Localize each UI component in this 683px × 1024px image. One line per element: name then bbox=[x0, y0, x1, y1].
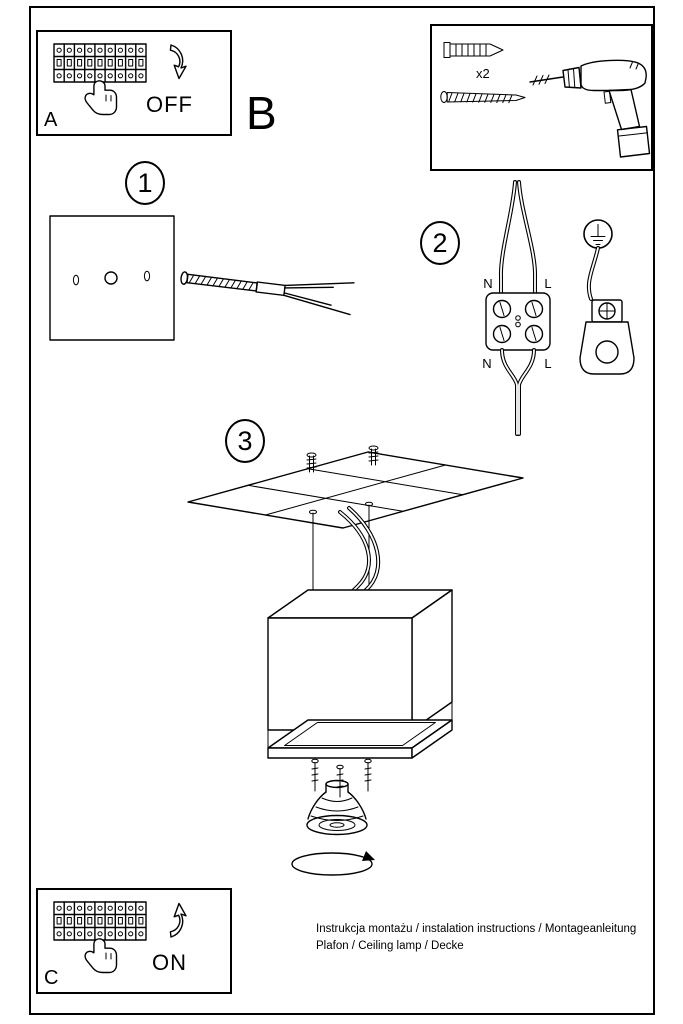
mounting-frame-icon bbox=[267, 701, 453, 759]
switch-on-arrow-icon bbox=[169, 902, 187, 938]
footer-line-1: Instrukcja montażu / instalation instruc… bbox=[316, 923, 637, 935]
terminal-block-icon bbox=[485, 292, 551, 351]
switch-off-arrow-icon bbox=[169, 44, 187, 80]
wire-label-n-bottom: N bbox=[482, 356, 491, 371]
power-state-label: ON bbox=[152, 950, 187, 975]
footer-text: Instrukcja montażu / instalation instruc… bbox=[316, 921, 636, 955]
rotation-arrow-icon bbox=[291, 851, 375, 876]
step2-illustration: N L N L bbox=[482, 180, 635, 436]
step-number: 3 bbox=[237, 425, 253, 456]
lamp-body-icon bbox=[267, 589, 453, 731]
step-number: 1 bbox=[137, 167, 153, 198]
section-a-label: A bbox=[44, 109, 58, 131]
wire-label-l-top: L bbox=[544, 276, 551, 291]
page-border bbox=[29, 6, 655, 1015]
fixing-screws-icon bbox=[311, 758, 372, 798]
power-off-panel: OFF A bbox=[36, 30, 232, 136]
panel-screws-icon bbox=[306, 445, 379, 473]
tools-panel: x2 bbox=[430, 24, 653, 171]
circuit-breaker-on-icon bbox=[38, 890, 187, 974]
step-1-badge: 1 bbox=[125, 161, 165, 205]
step1-illustration bbox=[49, 215, 355, 341]
screw-and-anchor-icon bbox=[180, 271, 355, 316]
section-c-label: C bbox=[44, 967, 59, 989]
lamp-holder-icon bbox=[579, 246, 635, 375]
step-3-badge: 3 bbox=[225, 419, 265, 463]
step3-illustration bbox=[187, 445, 524, 876]
wall-plug-icon bbox=[443, 42, 504, 58]
mounting-plate-icon bbox=[49, 215, 175, 341]
screw-icon bbox=[440, 91, 526, 104]
output-wires-icon bbox=[500, 348, 536, 436]
ceiling-panel-icon bbox=[187, 451, 524, 529]
breaker-strip bbox=[54, 902, 146, 940]
footer-line-2: Plafon / Ceiling lamp / Decke bbox=[316, 940, 464, 952]
wire-label-n-top: N bbox=[483, 276, 492, 291]
breaker-strip bbox=[54, 44, 146, 82]
anchor-count-label: x2 bbox=[476, 66, 490, 81]
circuit-breaker-off-icon bbox=[38, 32, 187, 116]
hand-icon bbox=[84, 938, 118, 974]
section-b-label: B bbox=[246, 87, 277, 139]
drill-icon bbox=[529, 59, 651, 158]
step-number: 2 bbox=[432, 227, 448, 258]
ground-symbol-icon bbox=[583, 219, 613, 249]
power-on-panel: ON C bbox=[36, 888, 232, 994]
supply-wires-icon bbox=[498, 180, 538, 295]
step-2-badge: 2 bbox=[420, 221, 460, 265]
tools-illustration: x2 bbox=[440, 42, 651, 158]
power-state-label: OFF bbox=[146, 92, 193, 117]
gu10-bulb-icon bbox=[306, 779, 368, 836]
hand-icon bbox=[84, 80, 118, 116]
wire-label-l-bottom: L bbox=[544, 356, 551, 371]
